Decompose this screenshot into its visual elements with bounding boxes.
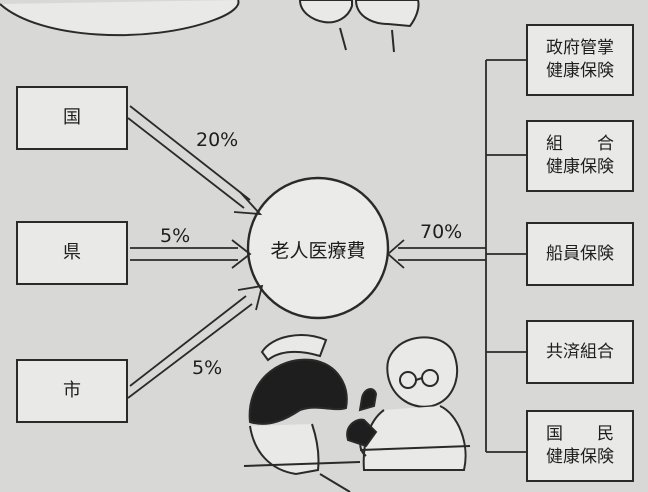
source-arrows	[127, 105, 486, 399]
percent-insurers: 70%	[420, 221, 463, 243]
top-bubble	[0, 0, 240, 37]
insurer-line1: 船員保険	[546, 243, 614, 264]
percent-city: 5%	[192, 357, 223, 379]
percent-prefecture: 5%	[160, 225, 191, 247]
insurer-line2: 健康保険	[546, 447, 614, 467]
source-box-city: 市	[16, 359, 128, 423]
source-label: 国	[63, 106, 81, 128]
insurer-box-union: 組 合 健康保険	[526, 120, 634, 192]
insurer-line2: 健康保険	[546, 157, 614, 177]
doctor-figure-top	[298, 0, 420, 53]
source-box-prefecture: 県	[16, 221, 128, 285]
source-label: 県	[63, 241, 81, 263]
source-label: 市	[63, 379, 81, 401]
center-label: 老人医療費	[270, 240, 366, 262]
insurer-line2: 健康保険	[546, 61, 614, 81]
insurer-line1: 政府管掌	[546, 38, 614, 59]
insurer-line1: 組 合	[546, 134, 614, 155]
source-box-national: 国	[16, 86, 128, 150]
insurer-box-mutual-aid: 共済組合	[526, 320, 634, 384]
percent-national: 20%	[196, 129, 239, 151]
insurer-box-seamen: 船員保険	[526, 222, 634, 286]
insurer-bracket	[485, 59, 526, 453]
insurer-line1: 国 民	[546, 424, 614, 445]
center-circle	[246, 176, 390, 320]
insurer-box-government: 政府管掌 健康保険	[526, 24, 634, 96]
insurer-line1: 共済組合	[546, 341, 614, 362]
insurer-box-national-health: 国 民 健康保険	[526, 410, 634, 482]
nurse-patient-illustration	[243, 334, 471, 492]
